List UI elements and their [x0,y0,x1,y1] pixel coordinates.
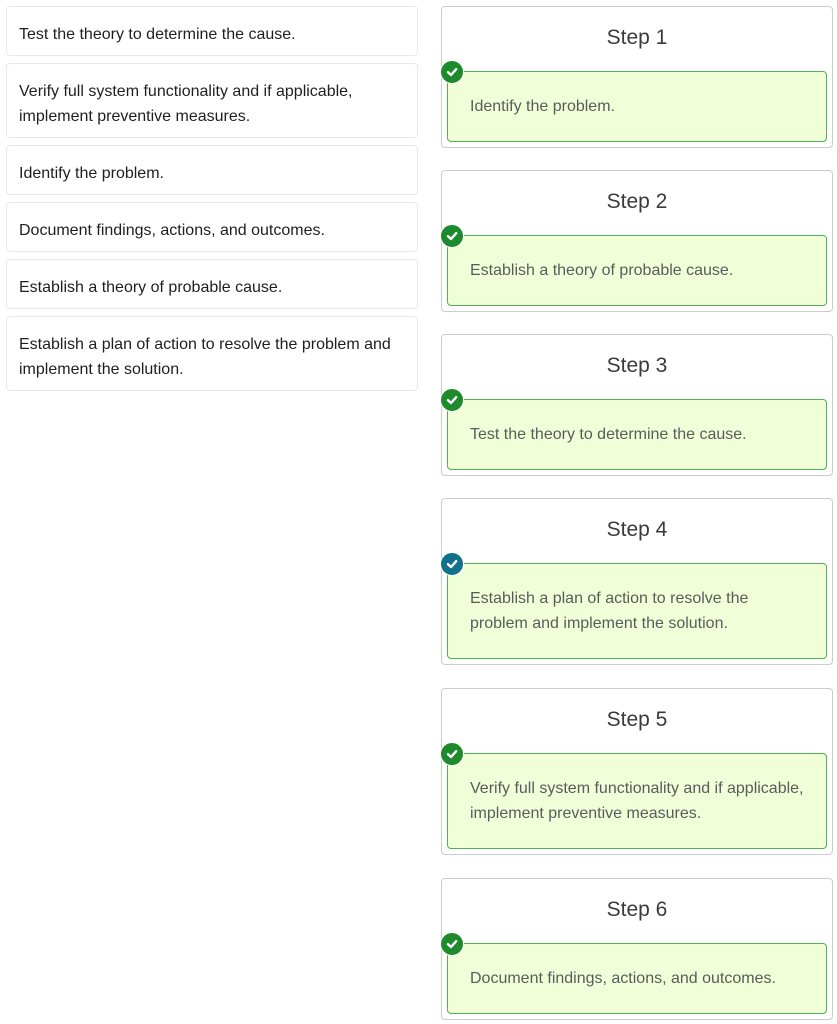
answer-text: Establish a theory of probable cause. [470,262,734,279]
answer-drop-zone[interactable]: Verify full system functionality and if … [440,742,827,849]
step-title: Step 1 [606,26,668,49]
answer-text: Test the theory to determine the cause. [470,426,747,443]
choice-item[interactable]: Document findings, actions, and outcomes… [6,202,418,252]
step-title: Step 5 [606,708,668,731]
step-panel-4: Step 4 Establish a plan of action to res… [440,498,833,665]
step-panel-3: Step 3 Test the theory to determine the … [440,334,833,476]
step-panel-2: Step 2 Establish a theory of probable ca… [440,170,833,312]
checkmark-circle-icon [440,552,464,576]
answer-text: Identify the problem. [470,98,615,115]
choice-item[interactable]: Establish a plan of action to resolve th… [6,316,418,391]
choice-label: Document findings, actions, and outcomes… [19,222,325,239]
choice-label: Test the theory to determine the cause. [19,26,296,43]
answer-drop-zone[interactable]: Document findings, actions, and outcomes… [440,932,827,1014]
choice-label: Establish a theory of probable cause. [19,279,283,296]
choice-label: Identify the problem. [19,165,164,182]
checkmark-circle-icon [440,224,464,248]
step-panel-6: Step 6 Document findings, actions, and o… [440,878,833,1020]
step-title: Step 2 [606,190,668,213]
answer-drop-zone[interactable]: Identify the problem. [440,60,827,142]
checkmark-circle-icon [440,60,464,84]
answer-text: Document findings, actions, and outcomes… [470,970,776,987]
choice-item[interactable]: Test the theory to determine the cause. [6,6,418,56]
answer-text: Establish a plan of action to resolve th… [470,590,749,632]
answer-drop-zone[interactable]: Establish a plan of action to resolve th… [440,552,827,659]
choice-item[interactable]: Verify full system functionality and if … [6,63,418,138]
answer-drop-zone[interactable]: Establish a theory of probable cause. [440,224,827,306]
answer-text: Verify full system functionality and if … [470,780,804,822]
step-panel-5: Step 5 Verify full system functionality … [440,688,833,855]
choice-item[interactable]: Establish a theory of probable cause. [6,259,418,309]
step-panel-1: Step 1 Identify the problem. [440,6,833,148]
step-title: Step 3 [606,354,668,377]
answer-drop-zone[interactable]: Test the theory to determine the cause. [440,388,827,470]
checkmark-circle-icon [440,742,464,766]
choice-label: Verify full system functionality and if … [19,83,353,125]
checkmark-circle-icon [440,932,464,956]
choice-label: Establish a plan of action to resolve th… [19,336,391,378]
checkmark-circle-icon [440,388,464,412]
choice-item[interactable]: Identify the problem. [6,145,418,195]
step-title: Step 4 [606,518,668,541]
step-title: Step 6 [606,898,668,921]
